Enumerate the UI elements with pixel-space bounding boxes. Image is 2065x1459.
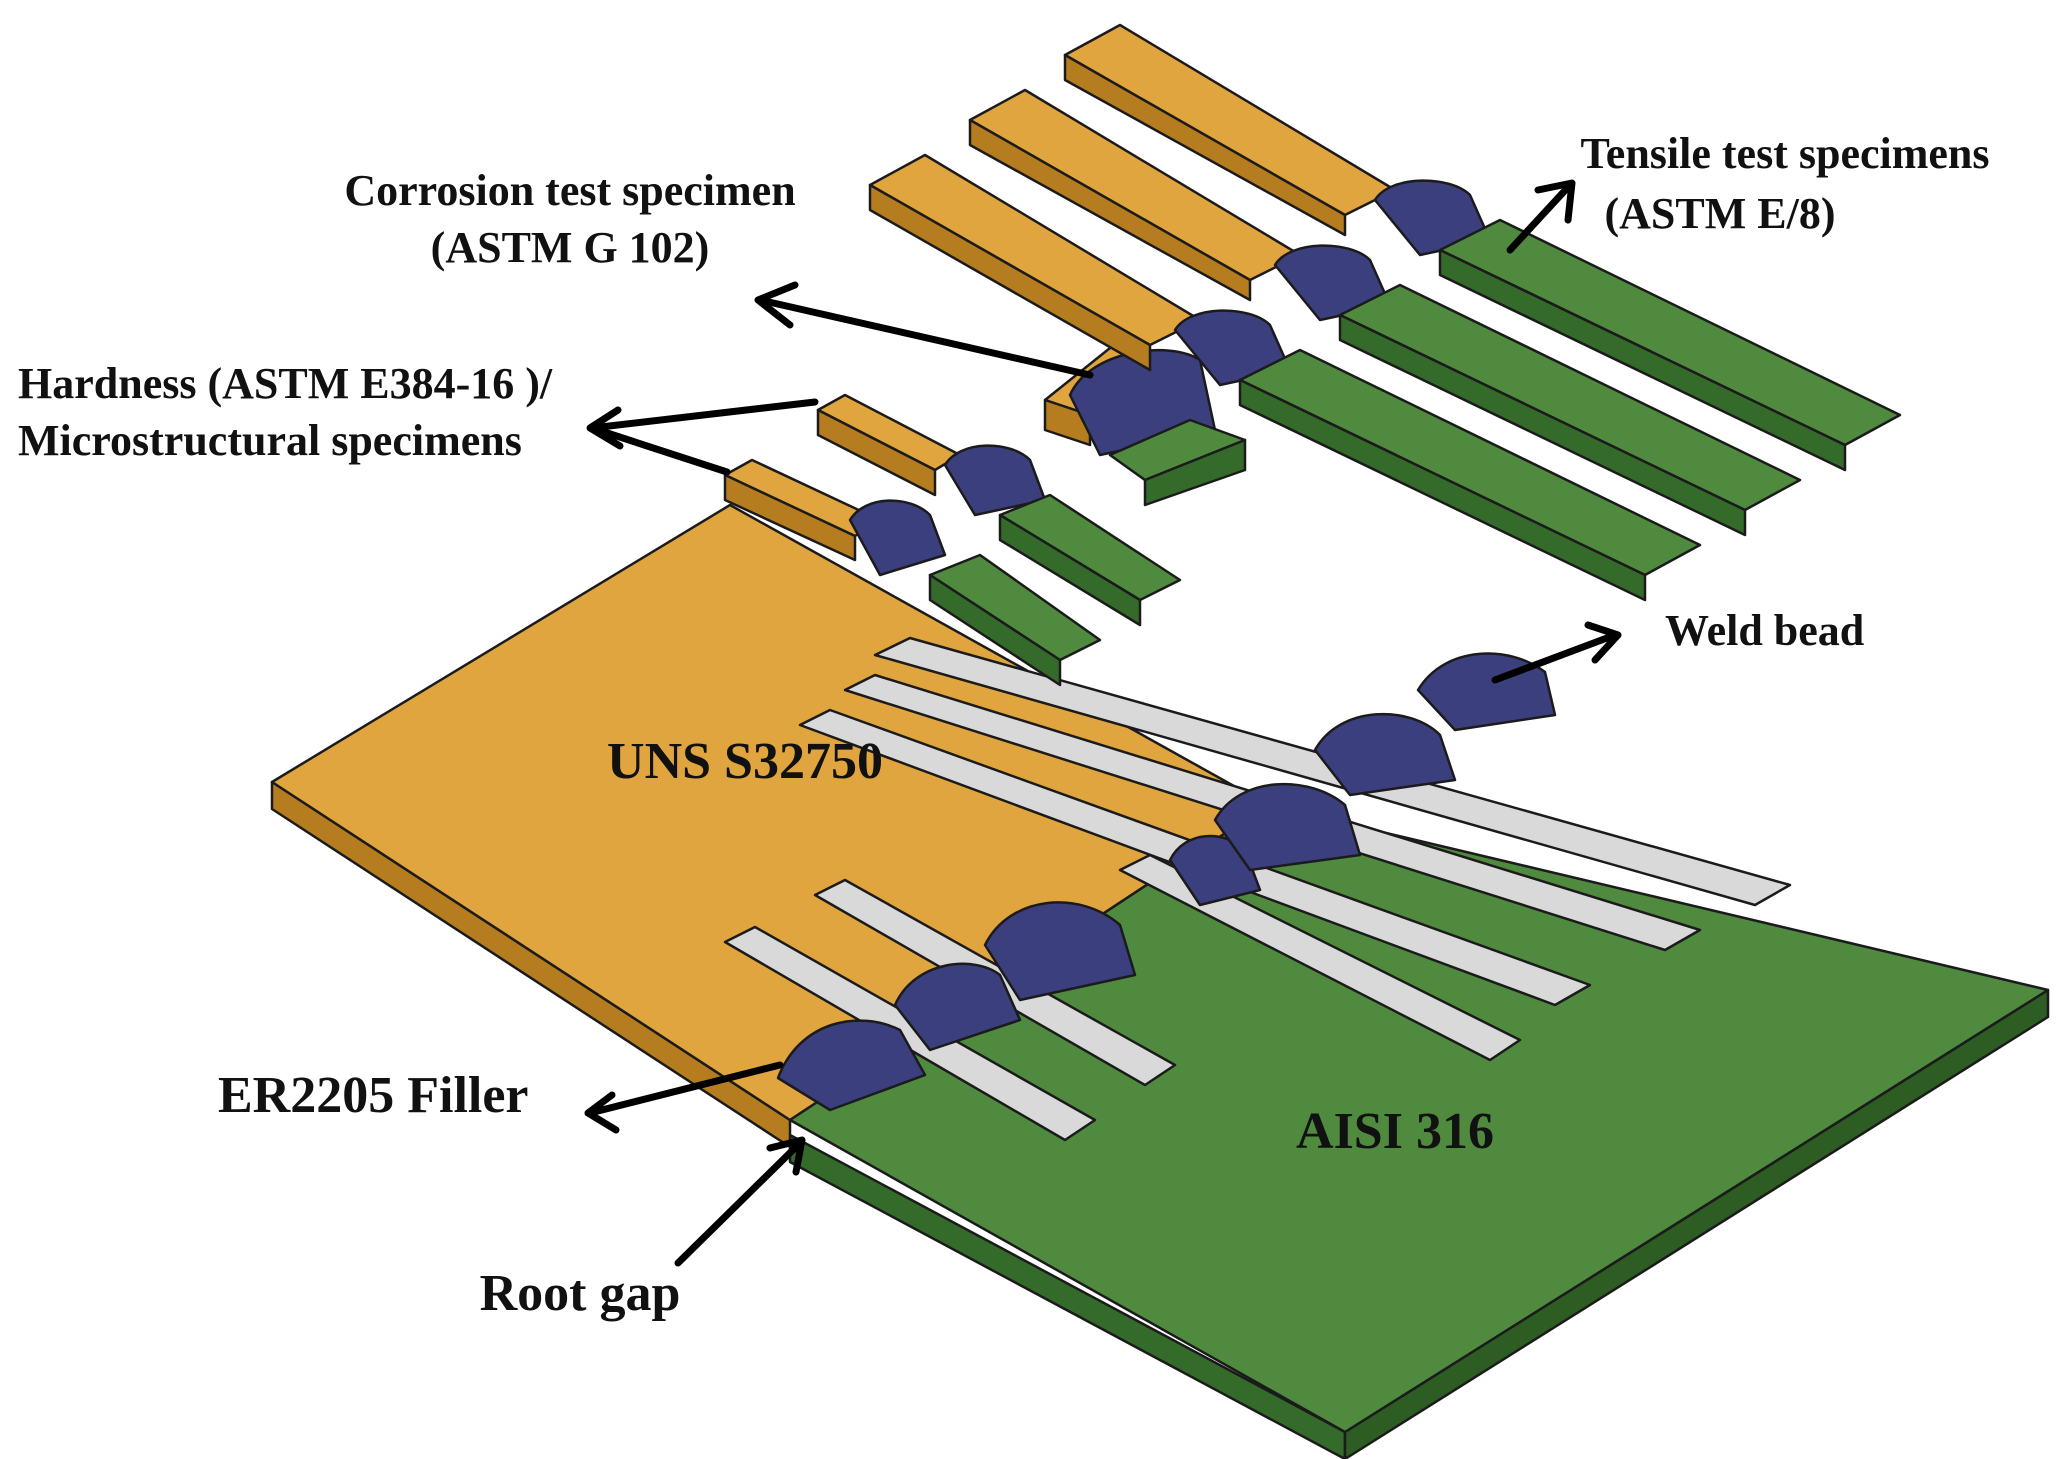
weld-bead (1273, 244, 1392, 322)
tensile-label-line1: Tensile test specimens (1580, 129, 1989, 178)
tensile-arrowhead (1534, 179, 1576, 224)
aisi-316-label: AISI 316 (1296, 1103, 1494, 1160)
hardness-specimens (723, 393, 1182, 687)
weld-bead (1313, 712, 1457, 797)
uns-s32750-label: UNS S32750 (607, 733, 883, 790)
hardness-specimen-uns-side (816, 408, 937, 497)
root-gap-arrow (674, 1139, 804, 1267)
plate-slot (1118, 853, 1522, 1062)
tensile-specimen-uns-side (1063, 53, 1347, 237)
hardness-label-line2: Microstructural specimens (18, 416, 522, 465)
weld-bead (776, 1019, 927, 1112)
tensile-label-line2: (ASTM E/8) (1605, 189, 1836, 238)
hardness-arrow-lower (588, 424, 731, 476)
weld-bead (943, 444, 1047, 517)
hardness-specimen-uns-side (723, 473, 857, 562)
annotation-arrows (584, 179, 1622, 1267)
tensile-arrow (1506, 181, 1574, 254)
corrosion-label-line1: Corrosion test specimen (344, 166, 795, 215)
labels: Tensile test specimens (ASTM E/8) Corros… (18, 129, 1990, 1322)
base-plate (270, 503, 2050, 1459)
corrosion-arrowhead (754, 281, 799, 329)
weld-bead-arrow (1491, 631, 1619, 684)
corrosion-arrow (756, 296, 1094, 379)
weld-bead (893, 962, 1022, 1052)
hardness-arrow-upper (588, 398, 819, 432)
weld-bead (1173, 309, 1292, 387)
tensile-specimen-316-side (1438, 248, 1847, 472)
filler-label: ER2205 Filler (218, 1067, 529, 1124)
weld-bead (983, 901, 1137, 1002)
corrosion-specimen-316-side (1143, 438, 1247, 507)
tensile-specimen-316-side (1338, 313, 1747, 537)
weld-bead-label: Weld bead (1665, 606, 1864, 655)
weld-bead (848, 499, 947, 577)
root-gap-arrowhead (766, 1136, 806, 1176)
tensile-specimen-316-side (1238, 378, 1647, 602)
tensile-specimen-uns-side (968, 118, 1252, 302)
filler-arrow (586, 1061, 784, 1117)
tensile-specimen-uns-side (868, 183, 1152, 372)
weld-bead (1213, 782, 1362, 872)
hardness-label-line1: Hardness (ASTM E384-16 )/ (18, 359, 553, 408)
plate-slot (723, 925, 1097, 1142)
weld-bead-arrowhead (1584, 621, 1622, 664)
corrosion-specimen (1043, 338, 1247, 507)
corrosion-label-line2: (ASTM G 102) (431, 223, 710, 272)
filler-arrowhead (584, 1091, 620, 1134)
tensile-specimens (868, 23, 1902, 602)
root-gap-label: Root gap (480, 1265, 681, 1322)
hardness-arrowhead (586, 406, 624, 450)
hardness-specimen-316-side (928, 573, 1062, 687)
weld-bead (1373, 179, 1492, 257)
hardness-specimen-316-side (998, 513, 1142, 627)
